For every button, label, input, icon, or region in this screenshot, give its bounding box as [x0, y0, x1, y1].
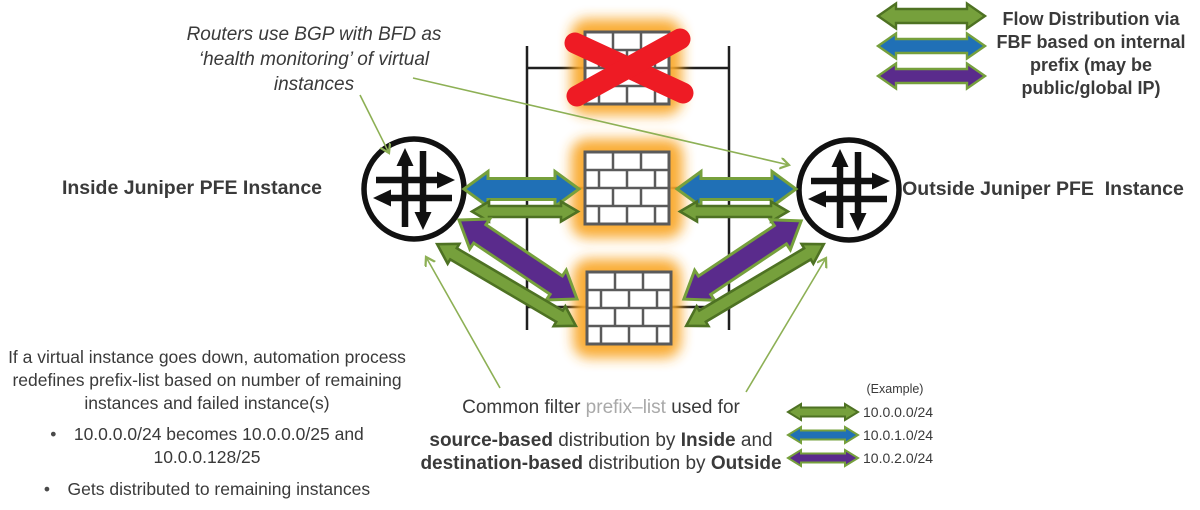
failover-paragraph: If a virtual instance goes down, automat… — [8, 347, 406, 413]
leader-to-inside-router — [359, 94, 389, 153]
example-purple-arrow — [786, 448, 860, 468]
firewall-middle-icon — [583, 150, 671, 226]
legend-green-arrow — [875, 1, 988, 31]
leader-to-outside-router — [412, 77, 789, 165]
firewall-bottom-icon — [585, 270, 673, 346]
legend-arrows — [875, 1, 988, 91]
example-title: (Example) — [866, 382, 924, 396]
purple-flow-arrow-left — [456, 217, 580, 302]
legend-blue-arrow — [875, 31, 988, 61]
example-blue-arrow — [786, 425, 860, 445]
green-diag-arrow-right — [684, 242, 826, 328]
example-prefix-purple: 10.0.2.0/24 — [863, 450, 934, 466]
example-prefix-blue: 10.0.1.0/24 — [863, 427, 934, 443]
failover-bullet-1: 10.0.0.0/24 becomes 10.0.0.0/25 and 10.0… — [4, 423, 410, 469]
failover-bullets: 10.0.0.0/24 becomes 10.0.0.0/25 and 10.0… — [4, 423, 410, 500]
example-prefix-green: 10.0.0.0/24 — [863, 404, 934, 420]
leader-to-left-path — [426, 257, 501, 389]
common-filter-line2: source-based distribution by Inside and — [429, 430, 773, 451]
failed-x-icon — [564, 28, 694, 107]
outside-pfe-label: Outside Juniper PFE Instance — [902, 178, 1184, 200]
inside-router-icon — [364, 139, 464, 239]
purple-flow-arrow-right — [681, 218, 804, 302]
green-diag-arrow-left — [434, 242, 579, 328]
bgp-bfd-annotation: Routers use BGP with BFD as ‘health moni… — [186, 24, 442, 96]
example-arrows — [786, 402, 860, 468]
blue-flow-arrow-right — [674, 168, 799, 210]
common-filter-note: Common filter prefix–list used for sourc… — [414, 396, 788, 475]
failover-note: If a virtual instance goes down, automat… — [4, 346, 410, 510]
outside-router-icon — [799, 140, 899, 240]
legend-purple-arrow — [875, 61, 988, 91]
annotation-leaders — [359, 77, 826, 393]
example-green-arrow — [786, 402, 860, 422]
flow-arrows — [434, 168, 826, 328]
common-filter-line1: Common filter prefix–list used for — [462, 397, 740, 418]
common-filter-line3: destination-based distribution by Outsid… — [420, 453, 782, 474]
failover-bullet-2: Gets distributed to remaining instances — [4, 478, 410, 501]
leader-to-right-path — [745, 258, 826, 393]
green-flow-arrow-right — [677, 199, 791, 224]
inside-pfe-label: Inside Juniper PFE Instance — [61, 177, 323, 199]
flow-distribution-legend: Flow Distribution via FBF based on inter… — [996, 9, 1186, 98]
